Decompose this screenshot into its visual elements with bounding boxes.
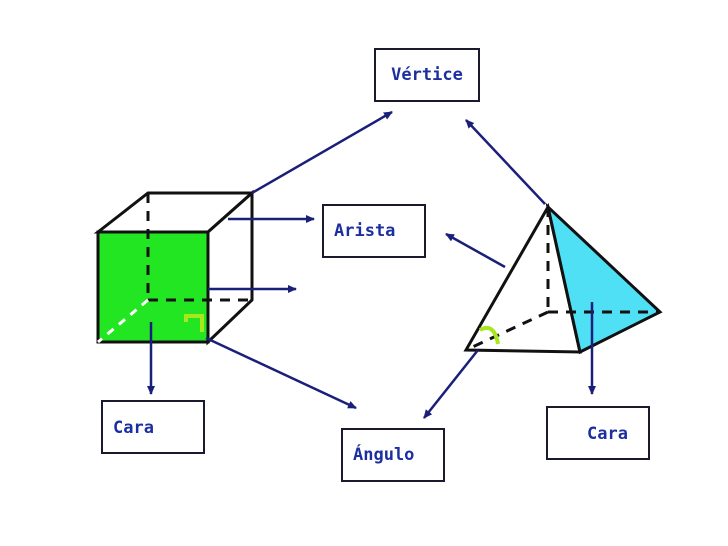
arrows: [147, 110, 596, 419]
arrow-pyramid-to-arista: [445, 232, 506, 269]
arrow-cube-corner-to-angulo: [205, 336, 357, 410]
pyramid-right-face: [545, 202, 663, 355]
label-vertice: Vértice: [374, 48, 480, 102]
cube-right-face: [206, 189, 254, 346]
arrow-pyramid-to-vertice: [465, 119, 546, 205]
label-cara-left: Cara: [101, 400, 205, 454]
pyramid: [463, 202, 663, 355]
label-angulo: Ángulo: [341, 428, 445, 482]
cube: [93, 189, 256, 346]
cube-angle-mark: [184, 314, 204, 332]
label-cara-right: Cara: [546, 406, 650, 460]
arrow-pyramid-to-angulo: [423, 349, 479, 419]
label-arista: Arista: [322, 204, 426, 258]
cube-hidden-edge-diagonal: [97, 298, 149, 344]
arrow-cube-to-vertice: [251, 110, 393, 195]
pyramid-hidden-edge-base-left: [465, 310, 549, 352]
pyramid-angle-mark: [479, 325, 500, 345]
cube-front-face: [96, 230, 210, 344]
